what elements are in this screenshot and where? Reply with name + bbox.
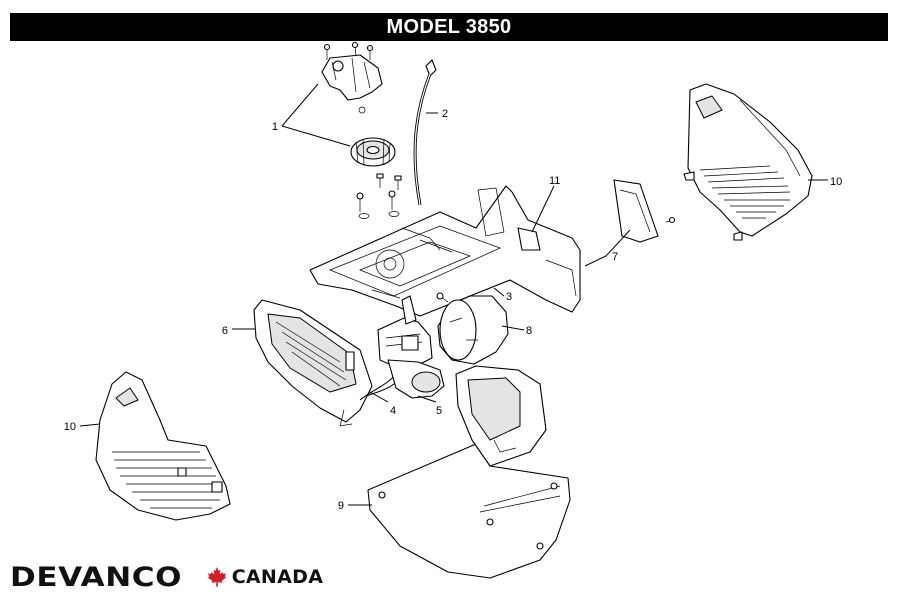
part-2-cable xyxy=(413,59,437,206)
callout-3: 3 xyxy=(506,291,512,303)
part-1-gear-assembly xyxy=(321,41,402,190)
callout-9: 9 xyxy=(338,500,344,512)
brand-name: DEVANCO xyxy=(10,561,183,593)
callout-2: 2 xyxy=(442,108,448,120)
maple-leaf-icon xyxy=(207,566,226,587)
brand-country: CANADA xyxy=(231,566,324,588)
page-title: MODEL 3850 xyxy=(10,13,888,41)
callout-10-left: 10 xyxy=(64,421,76,433)
callout-7: 7 xyxy=(612,251,618,263)
part-10-end-cover-left xyxy=(95,371,231,521)
callout-8: 8 xyxy=(526,325,532,337)
callout-1: 1 xyxy=(272,121,278,133)
callout-4: 4 xyxy=(390,405,396,417)
callout-5: 5 xyxy=(436,405,442,417)
callout-6: 6 xyxy=(222,325,228,337)
callout-10-right: 10 xyxy=(830,176,842,188)
part-7-cover-plate xyxy=(613,179,676,243)
part-9-bottom-cover xyxy=(367,365,571,579)
screws xyxy=(356,190,400,219)
part-10-end-cover-right xyxy=(683,83,813,241)
part-8-light-lens xyxy=(437,295,509,365)
callout-11: 11 xyxy=(549,175,560,187)
part-6-logic-board xyxy=(253,299,373,427)
part-5-motor xyxy=(377,292,445,399)
brand-logo: DEVANCO CANADA xyxy=(10,561,324,593)
part-3-chassis xyxy=(309,185,581,317)
